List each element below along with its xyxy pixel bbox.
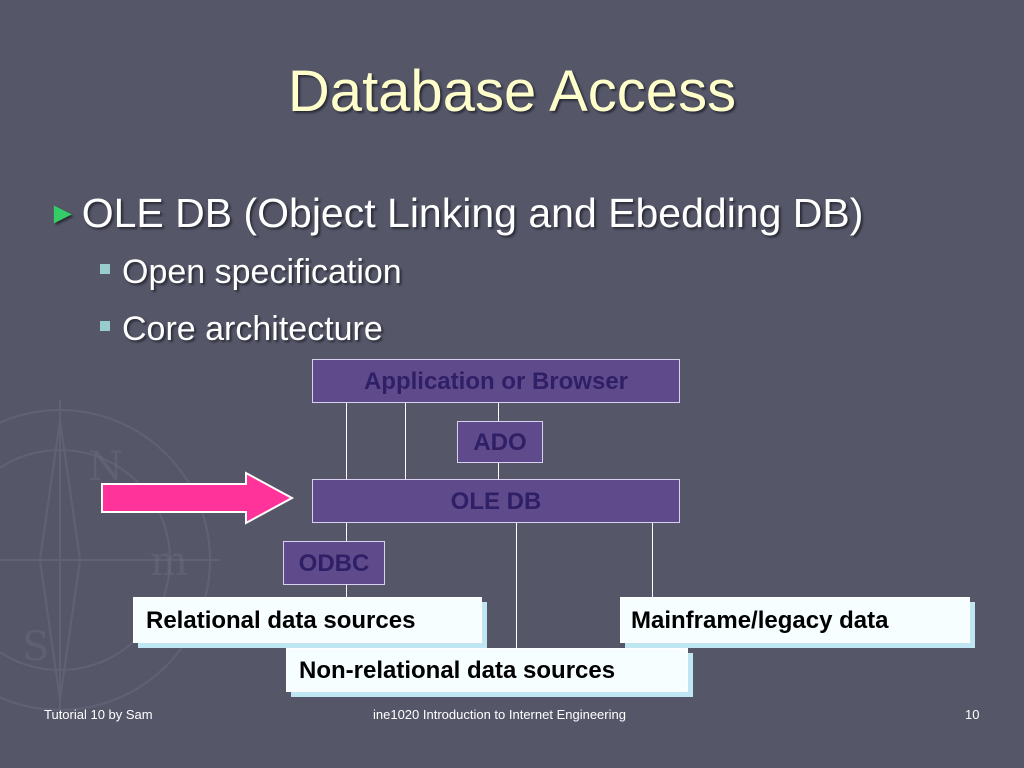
- application-browser-box: Application or Browser: [312, 359, 680, 403]
- connector-line: [498, 462, 499, 480]
- svg-text:N: N: [88, 444, 123, 490]
- page-number: 10: [965, 707, 980, 722]
- connector-line: [346, 522, 347, 542]
- oledb-box: OLE DB: [312, 479, 680, 523]
- relational-data-box: Relational data sources: [133, 597, 482, 643]
- main-bullet: ►OLE DB (Object Linking and Ebedding DB): [48, 190, 863, 237]
- square-bullet-icon: [100, 264, 110, 274]
- main-bullet-text: OLE DB (Object Linking and Ebedding DB): [81, 190, 864, 236]
- connector-line: [652, 522, 653, 598]
- nonrelational-data-box: Non-relational data sources: [286, 648, 688, 692]
- pink-arrow-icon: [101, 471, 295, 525]
- connector-line: [498, 402, 499, 422]
- sub-bullet-1: Open specification: [100, 253, 402, 292]
- connector-line: [346, 584, 347, 598]
- svg-text:m: m: [150, 539, 188, 585]
- connector-line: [516, 522, 517, 650]
- svg-text:S: S: [22, 624, 49, 670]
- sub-bullet-2: Core architecture: [100, 310, 383, 349]
- ado-box: ADO: [457, 421, 543, 463]
- sub-bullet-text: Open specification: [122, 253, 402, 291]
- sub-bullet-text: Core architecture: [122, 310, 383, 348]
- slide-title: Database Access: [287, 59, 737, 124]
- square-bullet-icon: [100, 321, 110, 331]
- connector-line: [346, 402, 347, 480]
- footer-center: ine1020 Introduction to Internet Enginee…: [373, 707, 626, 722]
- mainframe-data-box: Mainframe/legacy data: [620, 597, 970, 643]
- connector-line: [405, 402, 406, 480]
- bullet-arrow-icon: ►: [48, 197, 78, 230]
- footer-left: Tutorial 10 by Sam: [44, 707, 153, 722]
- odbc-box: ODBC: [283, 541, 385, 585]
